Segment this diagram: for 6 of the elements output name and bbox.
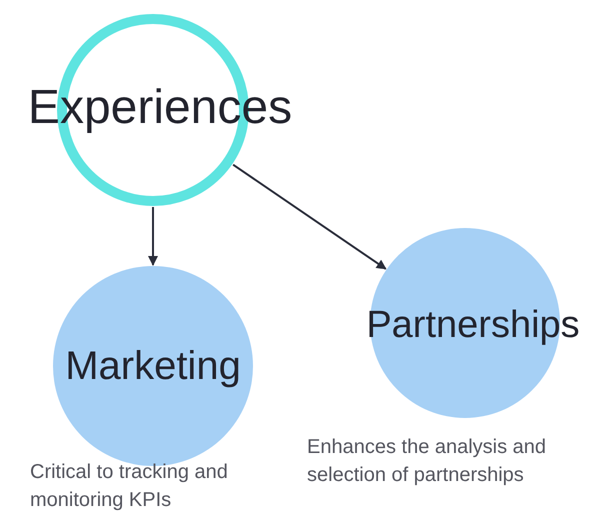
description-text: Enhances the analysis and selection of partnerships	[307, 435, 548, 488]
arrow	[232, 164, 387, 270]
description-text: Critical to tracking and monitoring KPIs	[30, 460, 229, 513]
node-title: Partnerships	[365, 306, 581, 344]
node-title: Marketing	[64, 346, 242, 386]
arrow	[148, 207, 158, 266]
